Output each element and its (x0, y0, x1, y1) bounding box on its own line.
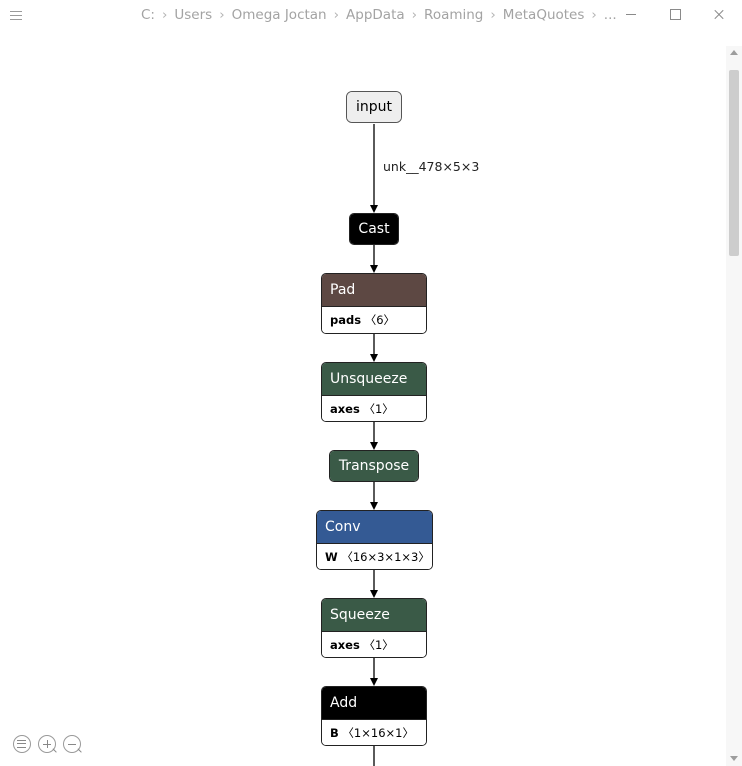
node-squeeze[interactable]: Squeeze axes 〈1〉 (321, 598, 427, 658)
breadcrumb-item-user[interactable]: Omega Joctan (231, 7, 327, 23)
attribute-name: axes (330, 402, 360, 416)
attribute-value: 〈1×16×1〉 (342, 726, 414, 740)
attribute-value: 〈16×3×1×3〉 (341, 550, 430, 564)
attribute-name: pads (330, 313, 362, 327)
edge-conv-squeeze (370, 570, 378, 598)
minimize-icon[interactable] (620, 4, 642, 26)
node-conv-label: Conv (317, 511, 432, 543)
menu-icon[interactable] (10, 11, 22, 21)
attribute-name: axes (330, 638, 360, 652)
edge-pad-unsqueeze (370, 333, 378, 362)
zoom-in-icon[interactable] (38, 735, 57, 753)
chevron-right-icon: › (490, 7, 496, 23)
breadcrumb-item-roaming[interactable]: Roaming (424, 7, 484, 23)
chevron-right-icon: › (411, 7, 418, 23)
node-conv[interactable]: Conv W 〈16×3×1×3〉 (316, 510, 433, 570)
node-pad-label: Pad (322, 274, 426, 306)
edge-input-cast (370, 124, 378, 213)
node-add-attribute: B 〈1×16×1〉 (322, 719, 426, 745)
breadcrumb-item-metaquotes[interactable]: MetaQuotes (502, 7, 585, 23)
breadcrumb-item-users[interactable]: Users (174, 7, 213, 23)
breadcrumb: C: › Users › Omega Joctan › AppData › Roaming › Me… (141, 7, 617, 25)
edge-label-input-shape: unk__478×5×3 (383, 159, 480, 174)
attribute-name: B (330, 726, 339, 740)
scrollbar-thumb[interactable] (729, 70, 739, 256)
chevron-right-icon: › (219, 7, 225, 23)
scroll-up-arrow-icon[interactable] (730, 50, 738, 55)
node-unsqueeze-attribute: axes 〈1〉 (322, 395, 426, 421)
sidebar-toggle-icon[interactable] (13, 735, 31, 753)
node-cast-label: Cast (350, 214, 398, 244)
node-add[interactable]: Add B 〈1×16×1〉 (321, 686, 427, 746)
chevron-right-icon: › (161, 7, 168, 23)
vertical-scrollbar[interactable] (726, 46, 742, 766)
attribute-name: W (325, 550, 338, 564)
edge-squeeze-add (370, 658, 378, 686)
node-transpose-label: Transpose (330, 451, 418, 481)
node-conv-attribute: W 〈16×3×1×3〉 (317, 543, 432, 569)
node-unsqueeze[interactable]: Unsqueeze axes 〈1〉 (321, 362, 427, 422)
attribute-value: 〈1〉 (363, 638, 394, 652)
breadcrumb-item-ellipsis[interactable]: ... (603, 7, 617, 23)
scroll-down-arrow-icon[interactable] (730, 756, 738, 761)
chevron-right-icon: › (333, 7, 340, 23)
attribute-value: 〈6〉 (364, 313, 396, 327)
breadcrumb-item-drive[interactable]: C: (141, 7, 155, 23)
maximize-icon[interactable] (664, 4, 686, 26)
title-bar: C: › Users › Omega Joctan › AppData › Roaming › Me… (0, 0, 742, 32)
node-squeeze-attribute: axes 〈1〉 (322, 631, 426, 657)
zoom-out-icon[interactable] (63, 735, 82, 753)
node-transpose[interactable]: Transpose (329, 450, 419, 482)
node-input-label: input (347, 92, 401, 122)
edge-transpose-conv (370, 482, 378, 510)
breadcrumb-item-appdata[interactable]: AppData (346, 7, 405, 23)
node-squeeze-label: Squeeze (322, 599, 426, 631)
attribute-value: 〈1〉 (363, 402, 394, 416)
node-cast[interactable]: Cast (349, 213, 399, 245)
node-pad-attribute: pads 〈6〉 (322, 306, 426, 333)
node-pad[interactable]: Pad pads 〈6〉 (321, 273, 427, 334)
edge-unsqueeze-transpose (370, 422, 378, 450)
chevron-right-icon: › (591, 7, 597, 23)
node-unsqueeze-label: Unsqueeze (322, 363, 426, 395)
node-add-label: Add (322, 687, 426, 719)
edge-cast-pad (370, 245, 378, 273)
node-input[interactable]: input (346, 91, 402, 123)
